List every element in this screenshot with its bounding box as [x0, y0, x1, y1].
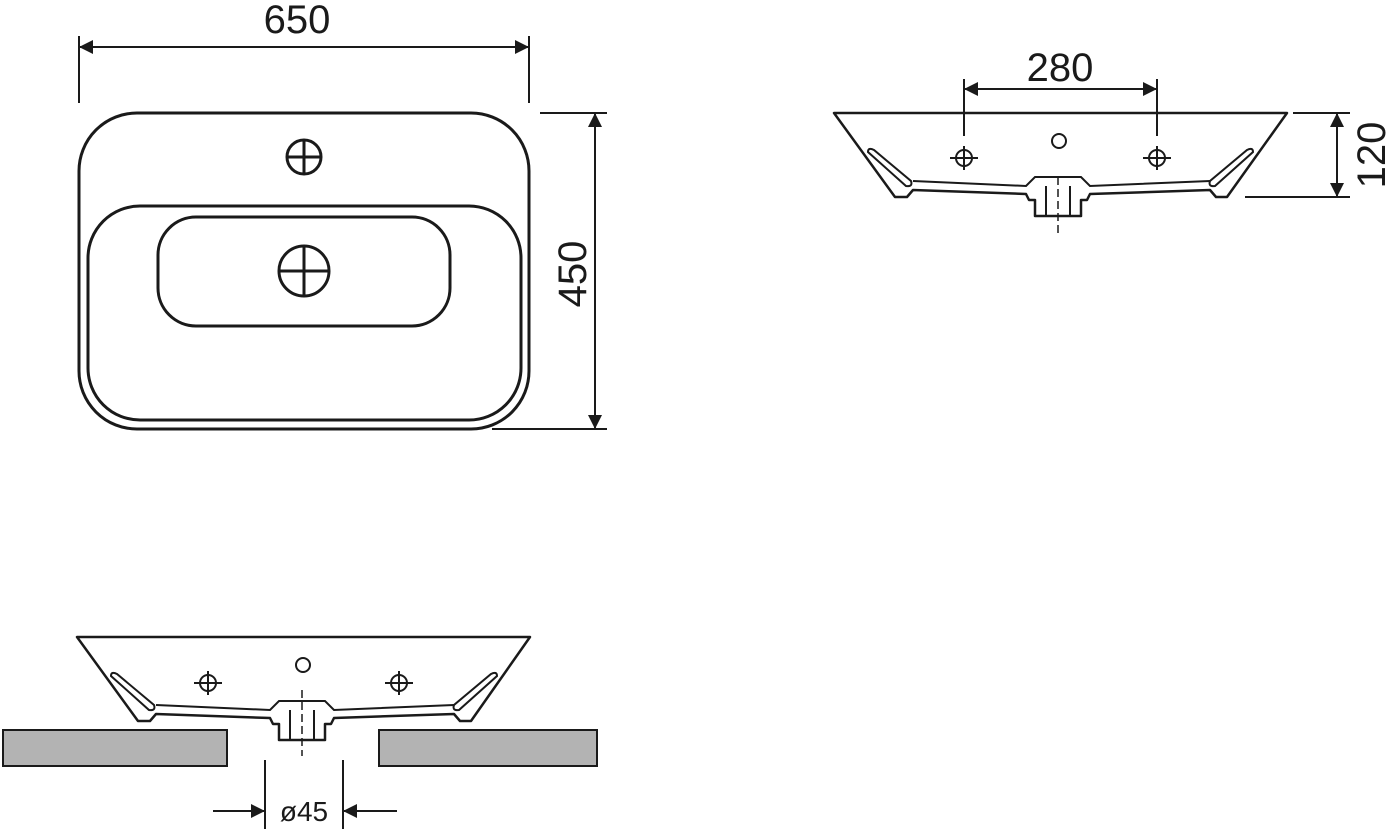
basin-outer-outline [77, 111, 531, 431]
installed-overflow-hole-icon [295, 657, 311, 673]
side-basin-outline [832, 111, 1289, 218]
width-dimension: 650 [78, 0, 530, 103]
installed-left-slot [109, 671, 156, 712]
depth-dimension: 120 [1245, 112, 1386, 198]
side-left-tap-icon [950, 146, 978, 170]
drain-diameter-label: ø45 [280, 796, 328, 827]
top-view: 650 450 [77, 0, 607, 431]
side-overflow-hole-icon [1051, 133, 1067, 149]
drain-hole-icon [277, 244, 331, 298]
countertop-left [2, 729, 228, 767]
side-right-tap-icon [1143, 146, 1171, 170]
installed-view: ø45 [2, 635, 598, 829]
basin-inner-outline [86, 204, 523, 422]
depth-label: 120 [1350, 122, 1386, 189]
side-left-slot [866, 147, 913, 188]
installed-left-tap-icon [194, 671, 222, 695]
countertop-right [378, 729, 598, 767]
width-label: 650 [264, 0, 331, 42]
height-label: 450 [551, 241, 595, 308]
height-dimension: 450 [492, 112, 607, 430]
drain-diameter-dimension: ø45 [213, 760, 397, 829]
installed-right-tap-icon [385, 671, 413, 695]
tap-spacing-dimension: 280 [963, 46, 1158, 136]
tap-spacing-label: 280 [1027, 46, 1094, 90]
tap-hole-icon [285, 138, 323, 176]
side-view: 280 120 [832, 46, 1386, 233]
drain-recess-outline [156, 215, 452, 328]
side-right-slot [1208, 147, 1255, 188]
installed-right-slot [452, 671, 499, 712]
installed-basin-outline [75, 635, 532, 742]
